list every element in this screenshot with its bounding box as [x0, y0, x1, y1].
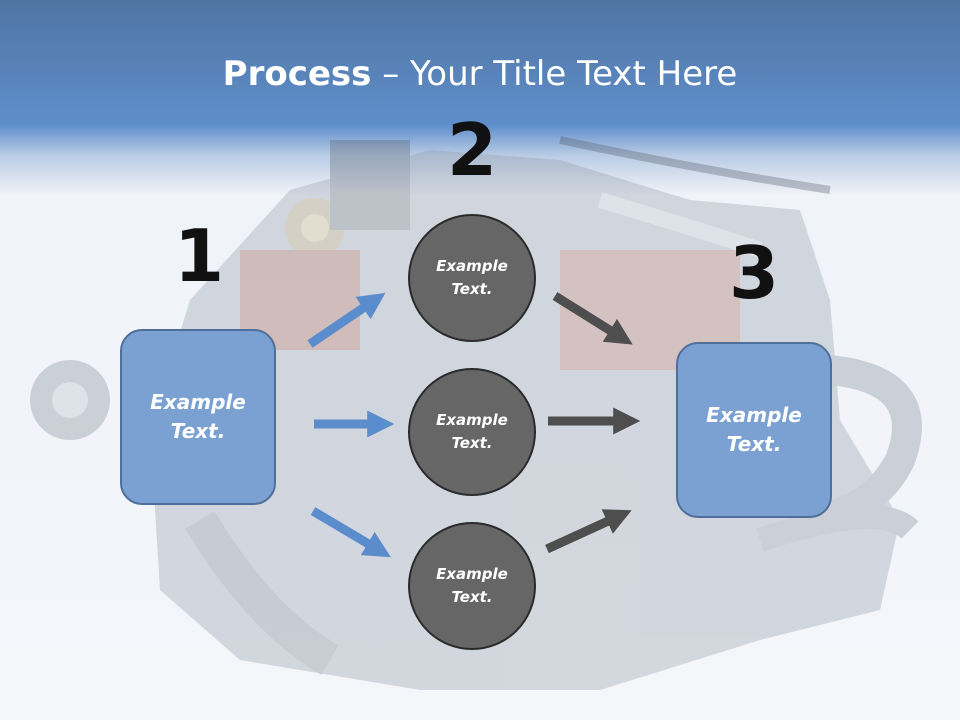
left-box-line1: Example — [150, 390, 246, 414]
circle-middle-line1: Example — [436, 411, 508, 429]
arrow-icon — [545, 509, 632, 554]
arrow-icon — [552, 292, 633, 345]
step-number-2: 2 — [446, 108, 498, 192]
title-rest: Your Title Text Here — [410, 54, 738, 94]
circle-middle-line2: Text. — [451, 434, 493, 452]
step-number-1: 1 — [173, 214, 225, 298]
arrow-icon — [310, 507, 391, 558]
title-dash: – — [371, 54, 411, 94]
circle-top-line2: Text. — [451, 280, 493, 298]
right-box-line2: Text. — [726, 432, 782, 456]
circle-node-top: Example Text. — [408, 214, 536, 342]
circle-bottom-line1: Example — [436, 565, 508, 583]
circle-top-line1: Example — [436, 257, 508, 275]
left-text-box: Example Text. — [120, 329, 276, 505]
slide-title: Process – Your Title Text Here — [0, 52, 960, 96]
right-box-line1: Example — [706, 403, 802, 427]
left-box-line2: Text. — [170, 419, 226, 443]
circle-bottom-line2: Text. — [451, 588, 493, 606]
circle-node-bottom: Example Text. — [408, 522, 536, 650]
title-bold: Process — [222, 54, 372, 94]
circle-node-middle: Example Text. — [408, 368, 536, 496]
step-number-3: 3 — [728, 231, 780, 315]
right-text-box: Example Text. — [676, 342, 832, 518]
arrow-icon — [307, 292, 386, 348]
